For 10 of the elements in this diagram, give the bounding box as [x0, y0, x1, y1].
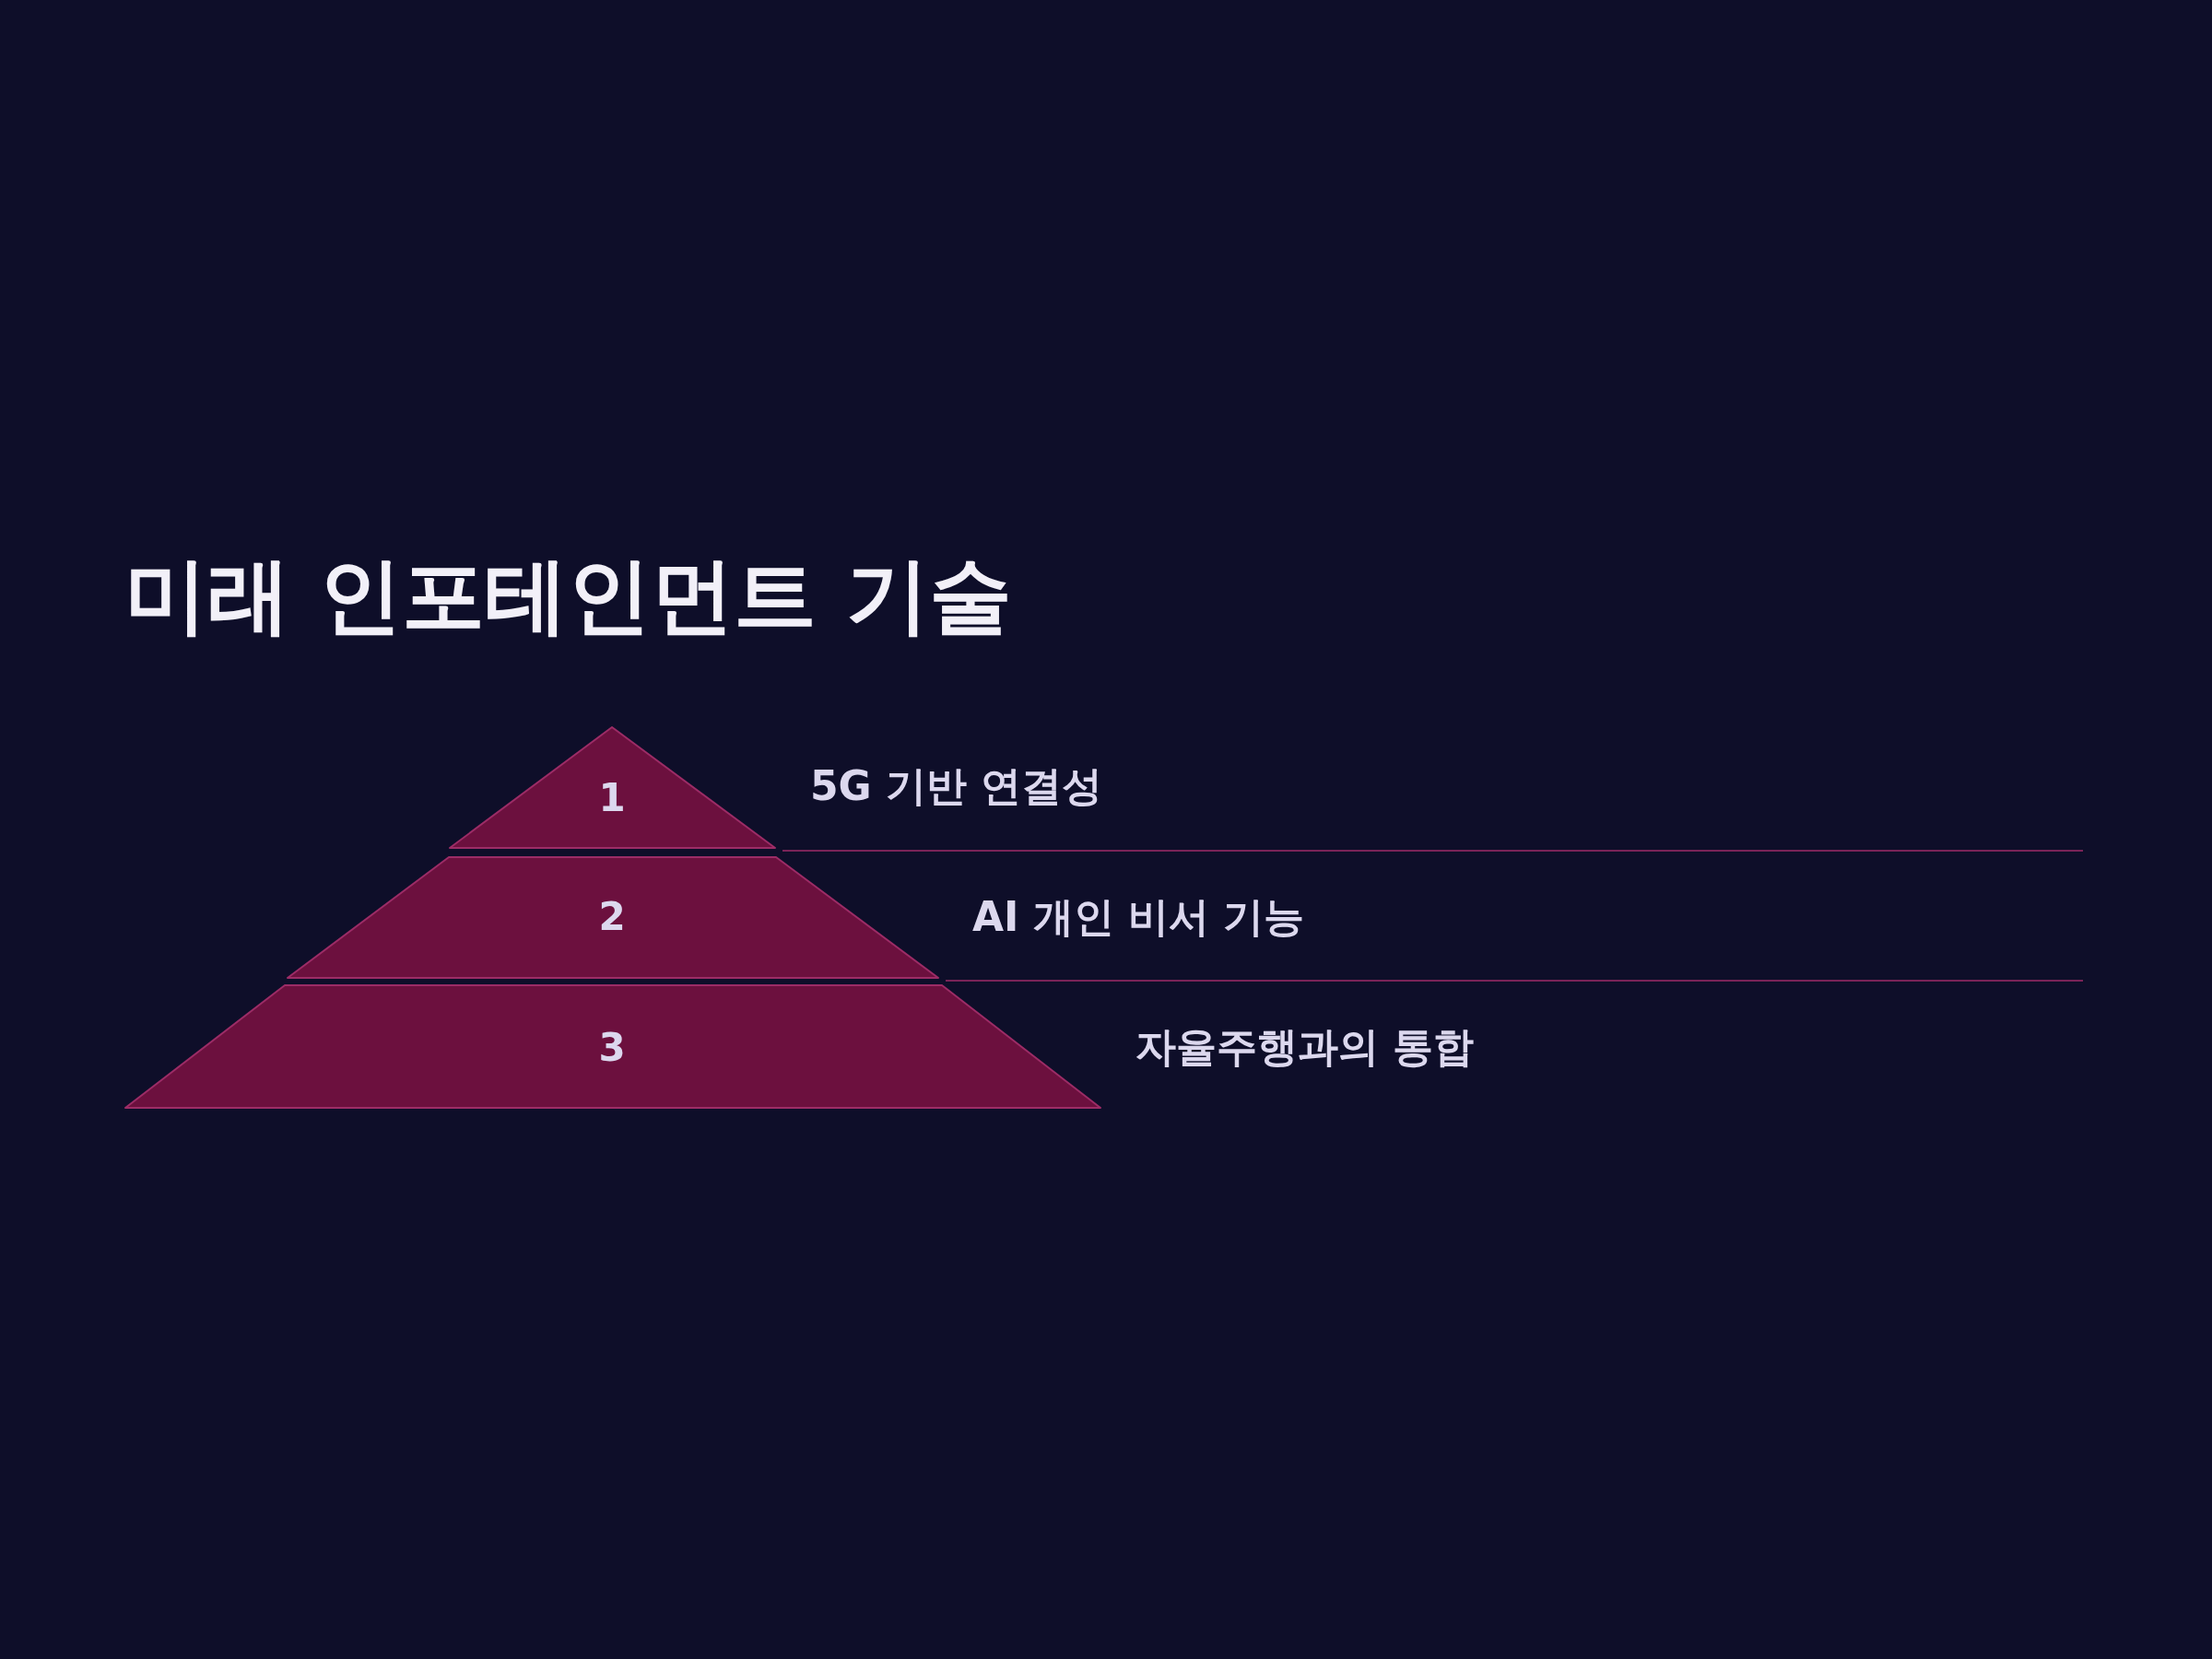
tier-number: 2: [598, 898, 626, 936]
slide-title: 미래 인포테인먼트 기술: [124, 549, 1012, 641]
pyramid-tier: [449, 726, 776, 849]
tier-description: AI 개인 비서 기능: [972, 892, 1305, 942]
tier-description: 자율주행과의 통합: [1135, 1022, 1475, 1072]
pyramid-tier: [287, 856, 939, 979]
tier-number: 3: [598, 1029, 626, 1067]
tier-description: 5G 기반 연결성: [810, 761, 1103, 811]
tier-number: 1: [598, 779, 626, 818]
pyramid-tier: [124, 984, 1101, 1109]
